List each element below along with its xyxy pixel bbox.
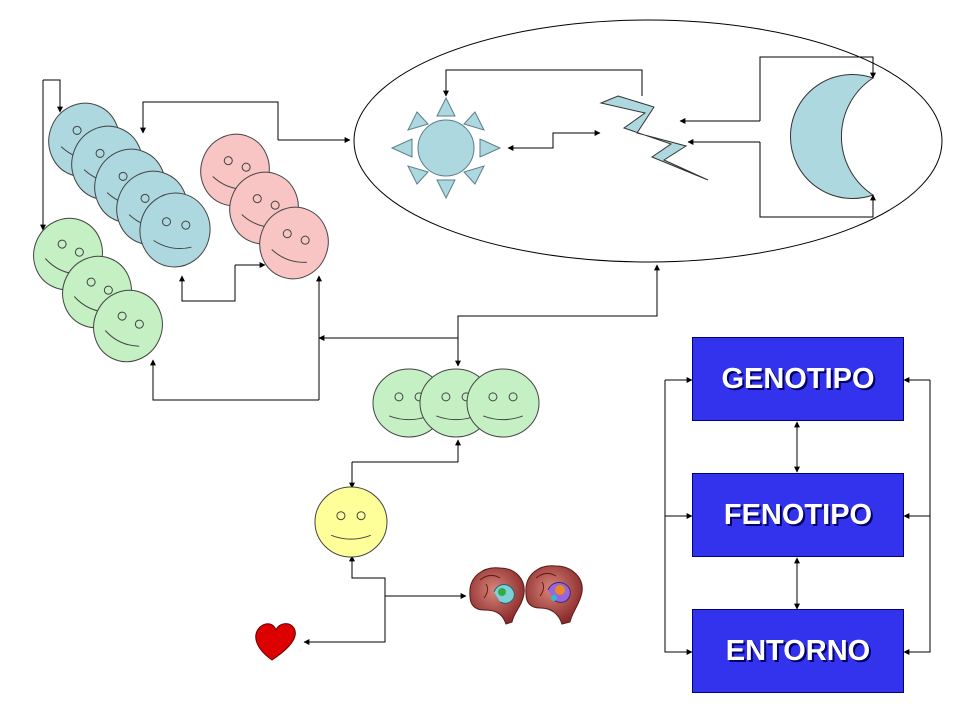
- fenotipo-label: FENOTIPO: [723, 498, 873, 531]
- entorno-label: ENTORNO: [725, 634, 871, 667]
- genotipo-label: GENOTIPO: [721, 362, 875, 395]
- smiley-face-icon: [259, 206, 329, 280]
- faces-group: [33, 102, 540, 558]
- left-connectors: [40, 79, 660, 645]
- smiley-face-icon: [314, 486, 388, 558]
- entorno-box: ENTORNO: [692, 609, 904, 693]
- brain-icon: [525, 565, 583, 625]
- sun-icon: [390, 96, 502, 200]
- smiley-face-icon: [139, 192, 211, 268]
- smiley-face-icon: [93, 289, 163, 363]
- box-connectors: [664, 377, 931, 655]
- smiley-face-icon: [466, 368, 540, 438]
- lightning-icon: [599, 95, 709, 181]
- genotipo-box: GENOTIPO: [692, 337, 904, 421]
- environment-ellipse: [353, 19, 943, 263]
- brain-icon: [469, 567, 525, 625]
- fenotipo-box: FENOTIPO: [692, 473, 904, 557]
- heart-icon: [255, 623, 296, 661]
- moon-icon: [790, 74, 875, 199]
- ellipse-connectors: [443, 56, 876, 218]
